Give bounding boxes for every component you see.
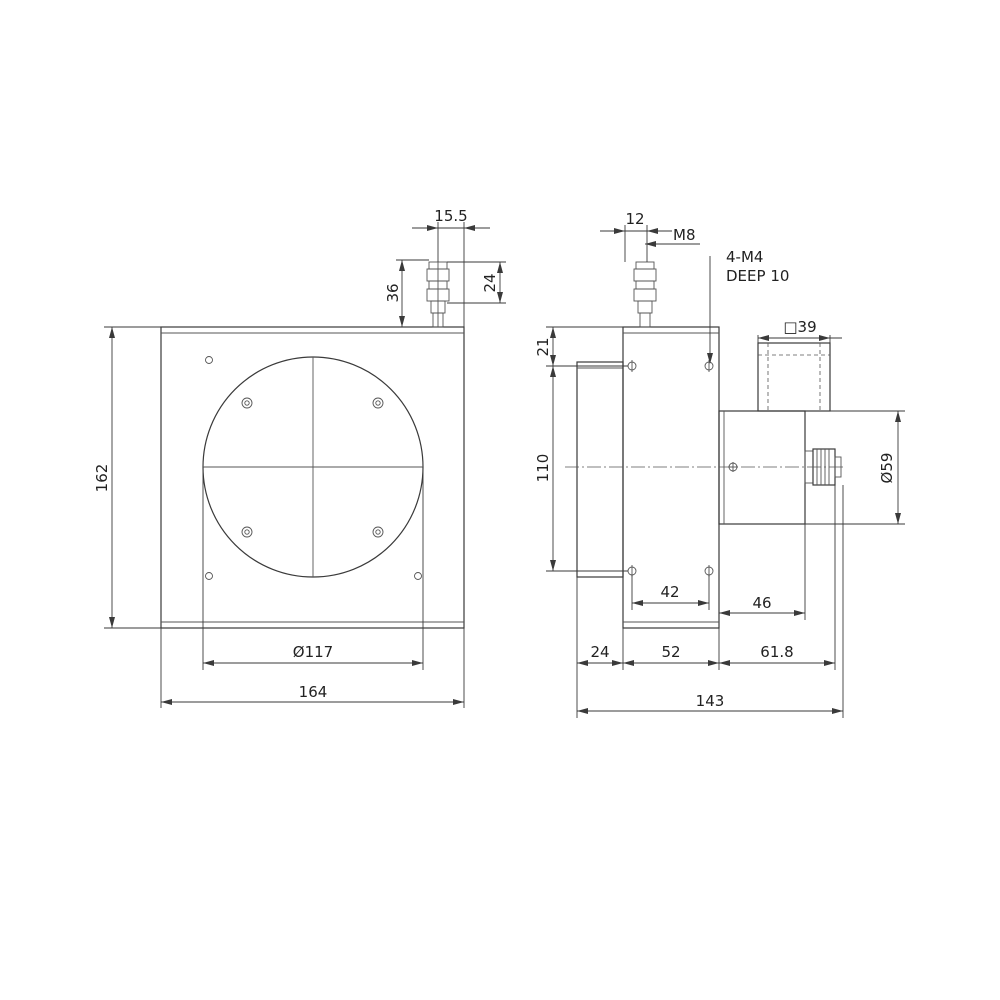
connector-square-dim-label: □39	[783, 318, 816, 336]
side-flange	[576, 361, 624, 578]
front-width-dim-label: 164	[299, 683, 328, 701]
flange-depth-dim-label: 24	[590, 643, 609, 661]
fitting-height-dim-label: 36	[384, 283, 402, 302]
fitting-offset-dim-label: 24	[481, 273, 499, 292]
drum-diameter-dim-label: Ø117	[293, 643, 333, 661]
hole-spacing-vertical-label: 110	[534, 454, 552, 483]
hole-note-line1: 4-M4	[726, 248, 763, 266]
front-height-dim-label: 162	[93, 464, 111, 493]
body-depth-dim-label: 52	[661, 643, 680, 661]
encoder-body	[718, 410, 806, 525]
encoder-total-dim-label: 61.8	[760, 643, 793, 661]
side-view	[565, 261, 845, 629]
side-m4-holes	[627, 360, 714, 577]
connector-housing	[757, 342, 831, 412]
encoder-diameter-dim-label: Ø59	[878, 453, 896, 484]
thread-note-label: M8	[673, 226, 696, 244]
housing-corner-holes	[205, 356, 422, 580]
hole-note-line2: DEEP 10	[726, 267, 789, 285]
front-view-dimensions: 162 164 Ø117 36 15.5 24	[93, 207, 506, 708]
drum-mounting-holes	[241, 397, 384, 538]
fitting-width-dim-label: 15.5	[434, 207, 467, 225]
hole-spacing-horizontal-label: 42	[660, 583, 679, 601]
side-view-dimensions: 12 M8 4-M4 DEEP 10 □39 21 110	[534, 210, 905, 718]
top-offset-dim-label: 21	[534, 337, 552, 356]
side-fitting-width-label: 12	[625, 210, 644, 228]
front-view	[160, 261, 465, 629]
front-cable-fitting	[426, 261, 450, 328]
front-housing-outline	[160, 326, 465, 629]
side-cable-fitting	[633, 261, 657, 328]
encoder-length-dim-label: 46	[752, 594, 771, 612]
overall-depth-dim-label: 143	[696, 692, 725, 710]
